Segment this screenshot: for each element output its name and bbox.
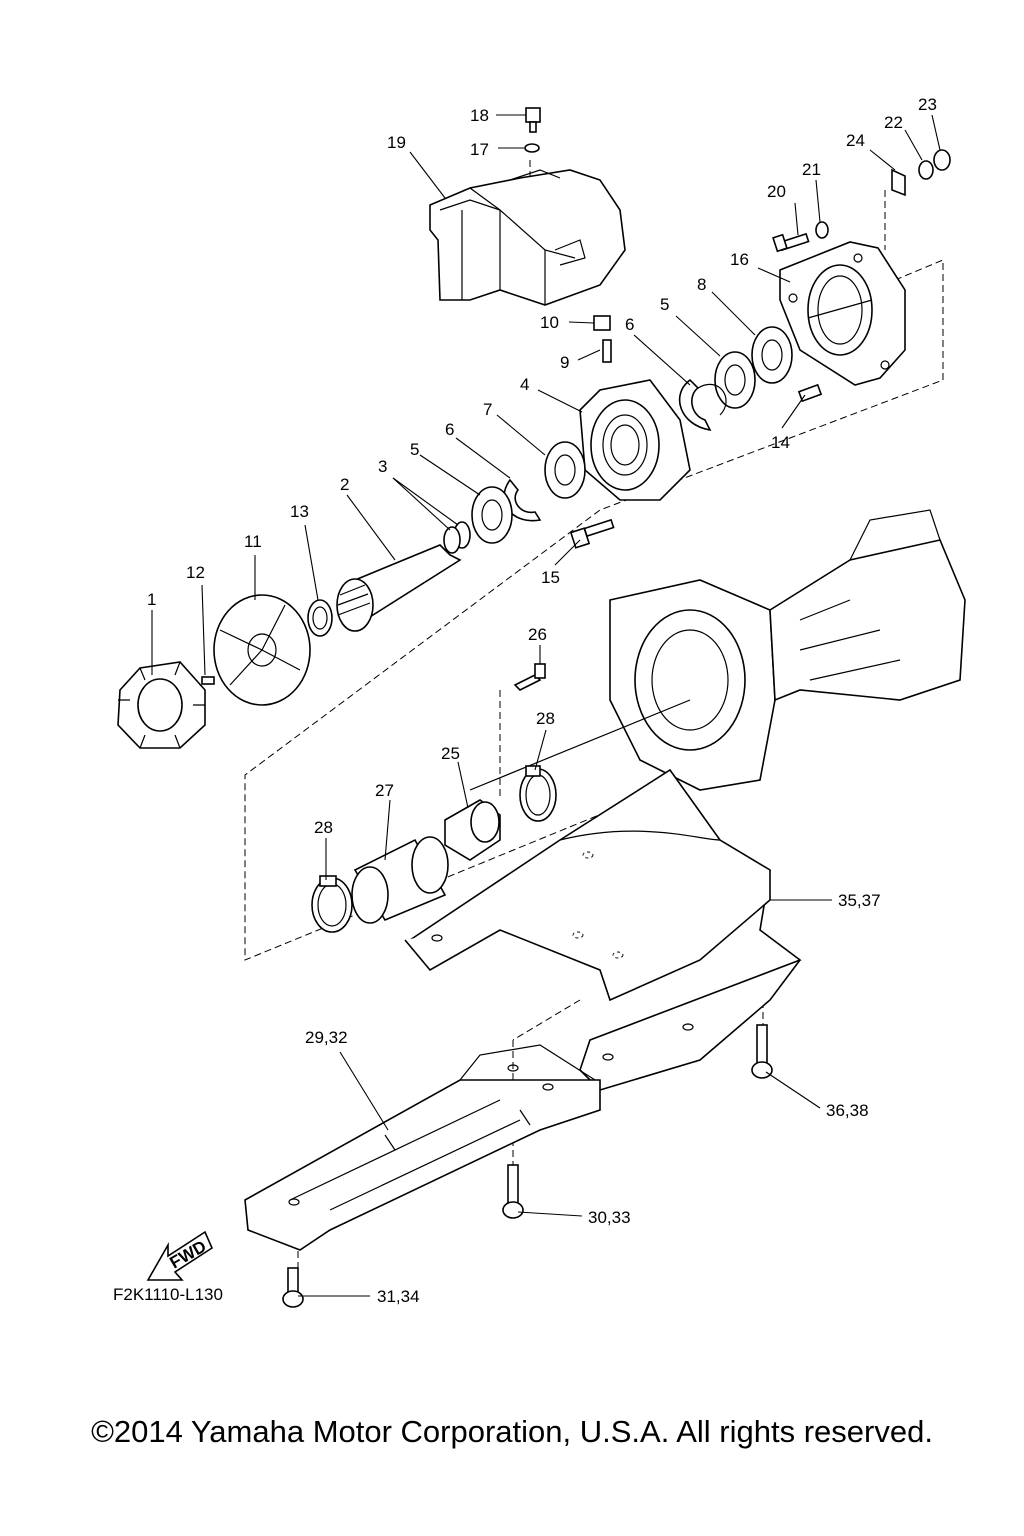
callout-36-38: 36,38 [826,1101,869,1120]
callout-11: 11 [244,532,262,551]
callout-2: 2 [340,475,349,494]
callout-29-32: 29,32 [305,1028,348,1047]
callout-13: 13 [290,502,309,521]
part-29-32-intake-grate [244,1044,601,1251]
callout-28-upper: 28 [536,709,555,728]
fwd-label: FWD [167,1237,210,1273]
callout-4: 4 [520,375,529,394]
callout-24: 24 [846,131,865,150]
part-19-pump-cover [429,169,626,306]
callout-7: 7 [483,400,492,419]
part-28-lower-clamp [311,875,353,933]
callout-28-lower: 28 [314,818,333,837]
part-35-37-ride-plate [404,768,802,1091]
callout-26: 26 [528,625,547,644]
callout-15: 15 [541,568,560,587]
part-22-23-24-nut-washer-bracket [891,149,951,197]
callout-21: 21 [802,160,821,179]
callout-6-upper: 6 [625,315,634,334]
callout-31-34: 31,34 [377,1287,420,1306]
part-31-34-bolt [282,1267,304,1308]
callout-3: 3 [378,457,387,476]
callout-5-upper: 5 [660,295,669,314]
callout-23: 23 [918,95,937,114]
callout-12: 12 [186,563,205,582]
callout-19: 19 [387,133,406,152]
callout-1: 1 [147,590,156,609]
part-8-5-6-upper-bearings [678,326,793,432]
part-9-10-fitting-cap [593,315,612,363]
callout-8: 8 [697,275,706,294]
callout-17: 17 [470,140,489,159]
callout-25: 25 [441,744,460,763]
callout-30-33: 30,33 [588,1208,631,1227]
callout-35-37: 35,37 [838,891,881,910]
part-17-18-bolt-washer [524,107,541,153]
engine-drive-unit [469,509,966,791]
callout-labels: 1 2 3 4 5 5 6 6 7 8 9 10 11 12 13 14 15 … [147,95,937,1306]
part-30-33-bolt [502,1164,524,1219]
leader-lines [151,114,941,1297]
fwd-direction-arrow: FWD [146,1230,214,1281]
callout-16: 16 [730,250,749,269]
part-14-dowel-pin [797,383,823,403]
part-4-bearing-housing [579,379,691,501]
callout-9: 9 [560,353,569,372]
callout-20: 20 [767,182,786,201]
callout-10: 10 [540,313,559,332]
part-28-upper-clamp [519,765,557,822]
callout-22: 22 [884,113,903,132]
part-26-screw [513,663,546,691]
callout-27: 27 [375,781,394,800]
part-2-drive-shaft [336,544,462,632]
part-20-21-bolt-washer [772,221,829,253]
part-15-bolt [569,518,615,549]
callout-14: 14 [771,433,790,452]
callout-6-lower: 6 [445,420,454,439]
part-1-coupling [117,661,206,749]
copyright-notice: ©2014 Yamaha Motor Corporation, U.S.A. A… [91,1414,933,1449]
part-27-sleeve [351,836,449,924]
drawing-code: F2K1110-L130 [113,1285,223,1304]
part-7-6-5-lower-bearings [471,441,586,544]
part-12-pin [201,676,215,685]
part-36-38-bolt [751,1024,773,1079]
callout-5-lower: 5 [410,440,419,459]
part-3-o-rings [443,521,471,554]
part-25-bearing-holder [444,799,501,861]
part-11-impeller [213,594,311,706]
callout-18: 18 [470,106,489,125]
part-13-ring [307,599,333,637]
part-16-pump-housing [779,241,906,386]
